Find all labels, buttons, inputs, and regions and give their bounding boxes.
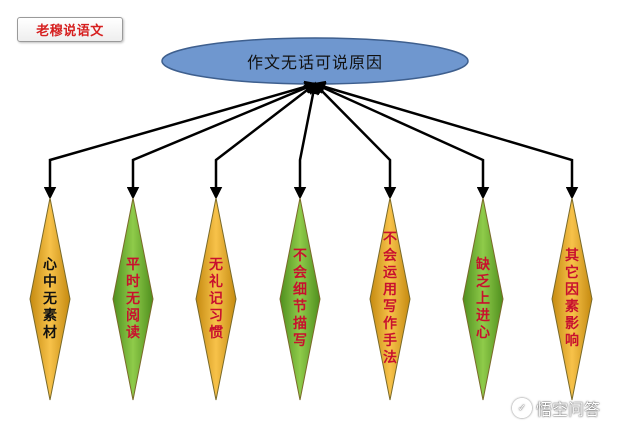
category-label: 缺乏上进心 — [476, 256, 490, 341]
category-diamond — [369, 197, 411, 401]
category-diamond — [29, 197, 71, 401]
category-label: 平时无阅读 — [126, 256, 140, 341]
connector-arrow — [293, 81, 320, 200]
header-tag: 老穆说语文 — [17, 17, 123, 42]
connector-arrows — [43, 80, 579, 200]
center-topic-label: 作文无话可说原因 — [246, 53, 383, 72]
watermark-text: 悟空问答 — [536, 400, 601, 419]
category-label: 不会细节描写 — [293, 248, 307, 349]
category-diamond — [112, 197, 154, 401]
category-diamonds — [29, 197, 593, 401]
category-diamond — [279, 197, 321, 401]
category-diamond — [195, 197, 237, 401]
category-label: 无礼记习惯 — [209, 256, 223, 341]
category-diamond — [551, 197, 593, 401]
connector-arrow — [126, 82, 318, 200]
category-label: 不会运用写作手法 — [383, 231, 397, 366]
category-label: 心中无素材 — [43, 256, 57, 341]
category-label: 其它因素影响 — [565, 248, 579, 349]
connector-arrow — [312, 80, 579, 200]
connector-arrow — [209, 82, 317, 200]
connector-arrow — [312, 82, 490, 200]
category-diamond — [462, 197, 504, 401]
chat-bubble-icon: ✓ — [512, 398, 532, 418]
watermark: ✓ 悟空问答 — [512, 395, 600, 421]
